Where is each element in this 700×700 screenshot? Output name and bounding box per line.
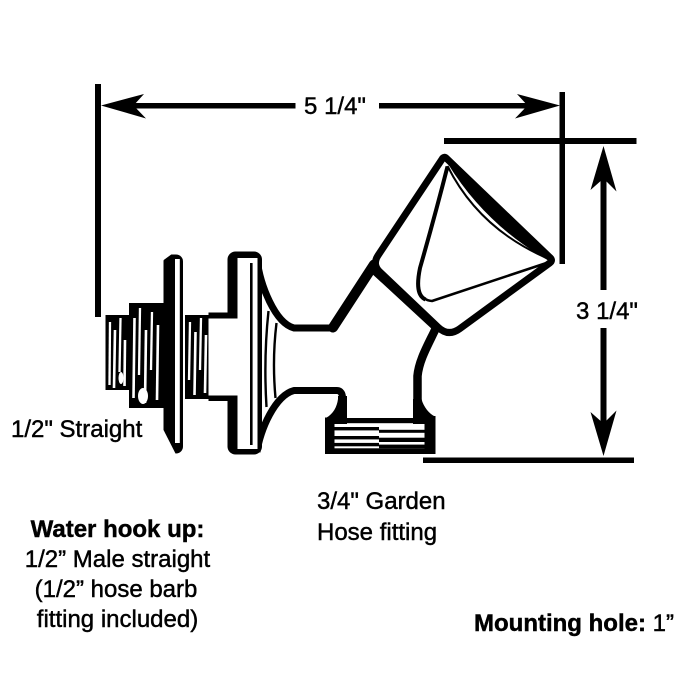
svg-text:(1/2” hose barb: (1/2” hose barb	[35, 576, 198, 603]
svg-text:Hose fitting: Hose fitting	[317, 519, 437, 546]
svg-text:Mounting hole: 1”: Mounting hole: 1”	[474, 610, 674, 637]
svg-text:3 1/4": 3 1/4"	[576, 298, 638, 325]
svg-text:Water hook up:: Water hook up:	[31, 516, 205, 543]
svg-text:fitting included): fitting included)	[37, 606, 198, 633]
svg-text:1/2" Straight: 1/2" Straight	[11, 416, 143, 443]
svg-text:3/4" Garden: 3/4" Garden	[317, 488, 446, 515]
svg-text:5 1/4": 5 1/4"	[304, 93, 366, 120]
svg-text:1/2” Male straight: 1/2” Male straight	[25, 546, 211, 573]
